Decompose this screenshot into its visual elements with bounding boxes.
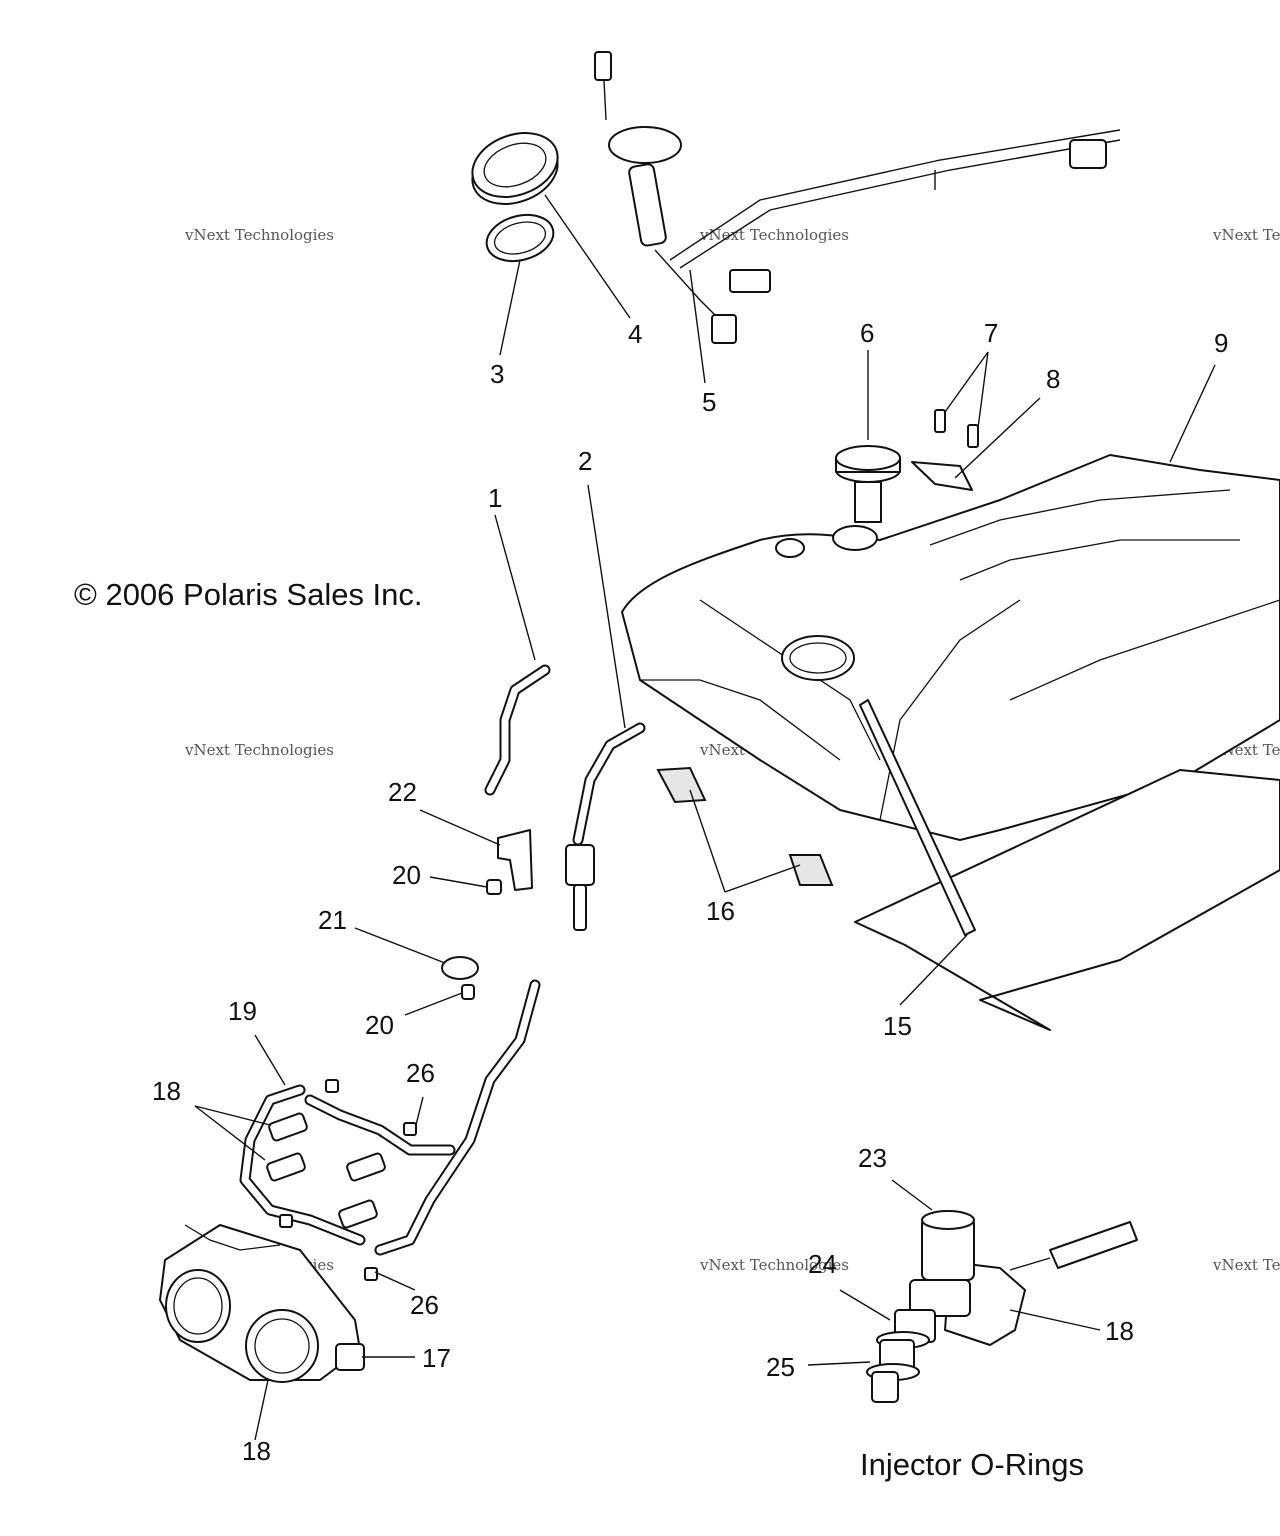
inset-title: Injector O-Rings [860, 1447, 1084, 1482]
vent-tube-part-14 [859, 699, 976, 936]
throttle-body-part-16-17 [159, 1224, 365, 1383]
fuel-tank-part-9 [621, 454, 1280, 841]
callout-20: 20 [392, 860, 421, 890]
bolt-part-20b [461, 984, 475, 1000]
callout-9: 9 [1214, 328, 1228, 358]
fuel-hose-part-1 [484, 664, 551, 796]
callout-1: 1 [488, 483, 502, 513]
callout-8: 8 [1046, 364, 1060, 394]
callout-18: 18 [152, 1076, 181, 1106]
callout-18-b: 18 [1105, 1316, 1134, 1346]
fuel-hose-part-2 [565, 722, 646, 931]
callout-23: 23 [858, 1143, 887, 1173]
watermark: vNext Technologies [699, 226, 849, 244]
watermark: vNext Technologies [699, 1256, 849, 1274]
callout-6: 6 [860, 318, 874, 348]
callout-4: 4 [628, 319, 642, 349]
callout-20-b: 20 [365, 1010, 394, 1040]
callout-21: 21 [318, 905, 347, 935]
fuel-cap-part-6 [835, 445, 901, 523]
watermark: vNext Technologies [1212, 226, 1280, 244]
callout-22: 22 [388, 777, 417, 807]
svg-text:vNext Technologies: vNext Technologies [699, 226, 849, 244]
callout-5: 5 [702, 387, 716, 417]
callout-7: 7 [984, 318, 998, 348]
injector-inset [866, 1210, 1138, 1403]
callout-26-b: 26 [410, 1290, 439, 1320]
callout-16: 17 [422, 1343, 451, 1373]
clip-part-22 [497, 829, 533, 891]
svg-text:vNext Technologies: vNext Technologies [699, 1256, 849, 1274]
callout-25: 25 [766, 1352, 795, 1382]
watermark: vNext Technologies [184, 741, 334, 759]
leader-lines [194, 194, 1216, 1441]
screws-part-7 [934, 409, 979, 448]
fuel-pump-part-5 [594, 51, 1121, 344]
bolts-part-26 [279, 1079, 417, 1281]
foam-pads-part-15 [656, 766, 834, 886]
heat-shield [854, 769, 1280, 1031]
svg-text:vNext Technologies: vNext Technologies [184, 226, 334, 244]
callout-3: 3 [490, 359, 504, 389]
callout-15: 16 [706, 896, 735, 926]
svg-text:vNext Technologies: vNext Technologies [184, 741, 334, 759]
injectors-part-18 [266, 1112, 386, 1229]
bolt-part-20 [486, 879, 502, 895]
fuel-rail-part-19 [239, 979, 541, 1256]
callout-2: 2 [578, 446, 592, 476]
svg-text:vNext Technologies: vNext Technologies [1212, 226, 1280, 244]
callout-26: 26 [406, 1058, 435, 1088]
callout-19: 19 [228, 996, 257, 1026]
copyright-text: © 2006 Polaris Sales Inc. [74, 577, 423, 612]
svg-text:vNext Technologies: vNext Technologies [1212, 1256, 1280, 1274]
bracket-part-8 [911, 461, 973, 491]
callout-24: 24 [808, 1249, 837, 1279]
watermark: vNext Technologies [1212, 1256, 1280, 1274]
watermark: vNext Technologies [184, 226, 334, 244]
lock-ring-part-4 [471, 132, 559, 205]
seal-part-3 [485, 213, 555, 263]
callout-17: 18 [242, 1436, 271, 1466]
clamp-part-21 [441, 956, 479, 980]
callout-labels: 3 4 5 6 7 8 9 1 2 16 15 22 20 21 20 19 1… [152, 318, 1228, 1466]
callout-14: 15 [883, 1011, 912, 1041]
